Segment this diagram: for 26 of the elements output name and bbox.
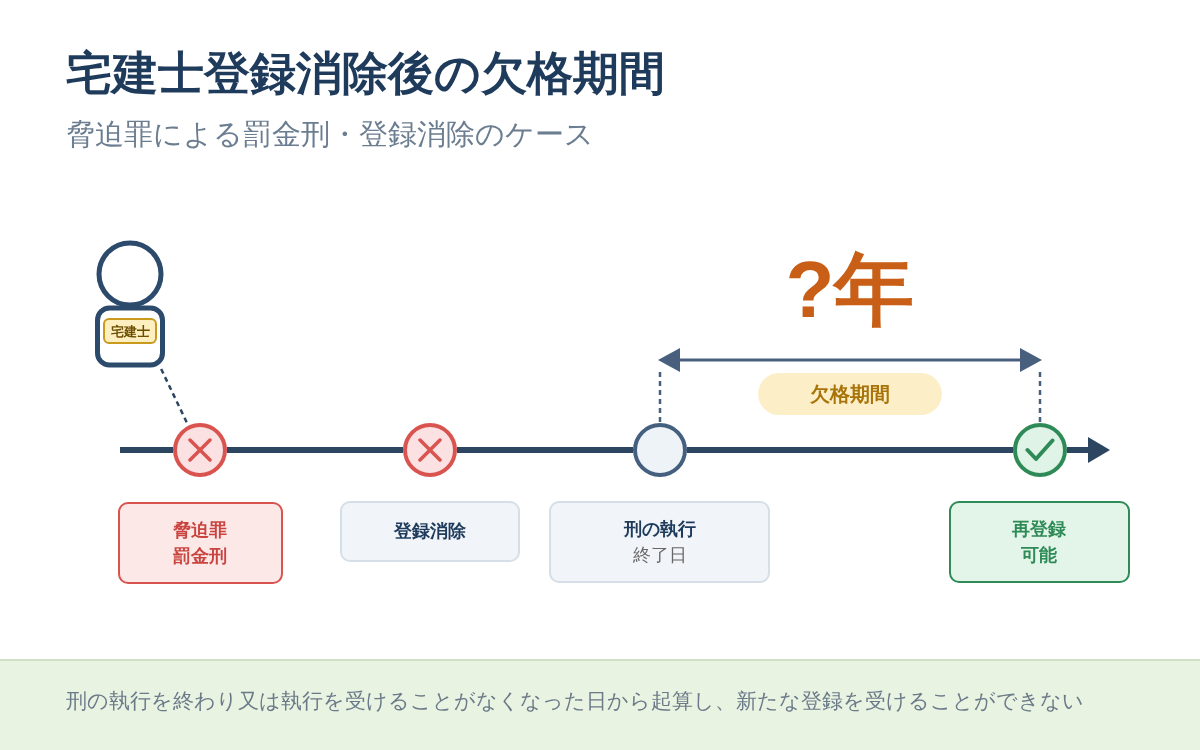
person-figure	[94, 239, 166, 369]
timeline-marker	[173, 423, 227, 477]
timeline-arrow	[1067, 437, 1110, 463]
note-text: 刑の執行を終わり又は執行を受けることがなくなった日から起算し、新たな登録を受けることができない	[66, 688, 1084, 714]
timeline-line	[120, 447, 173, 453]
event-label: 登録消除	[394, 520, 466, 544]
timeline-line	[457, 447, 633, 453]
event-label: 脅迫罪罰金刑	[172, 518, 229, 568]
event-box	[949, 501, 1130, 583]
event-box	[340, 501, 520, 562]
event-label: 再登録可能	[1011, 517, 1068, 567]
timeline-marker	[1013, 423, 1067, 477]
subtitle: 脅迫罪による罰金刑・登録消除のケース	[66, 117, 594, 152]
timeline-marker	[633, 423, 687, 477]
timeline-marker	[403, 423, 457, 477]
timeline-line	[227, 447, 403, 453]
note-band	[0, 659, 1200, 750]
timeline-line	[687, 447, 1013, 453]
event-sublabel: 終了日	[632, 544, 687, 567]
event-label: 刑の執行	[623, 517, 696, 541]
period-length-label: ?年	[784, 250, 916, 330]
event-box	[118, 502, 283, 584]
title: 宅建士登録消除後の欠格期間	[66, 46, 665, 101]
event-box	[549, 501, 770, 583]
period-badge: 欠格期間	[758, 373, 942, 415]
qualification-badge: 宅建士	[103, 318, 157, 344]
